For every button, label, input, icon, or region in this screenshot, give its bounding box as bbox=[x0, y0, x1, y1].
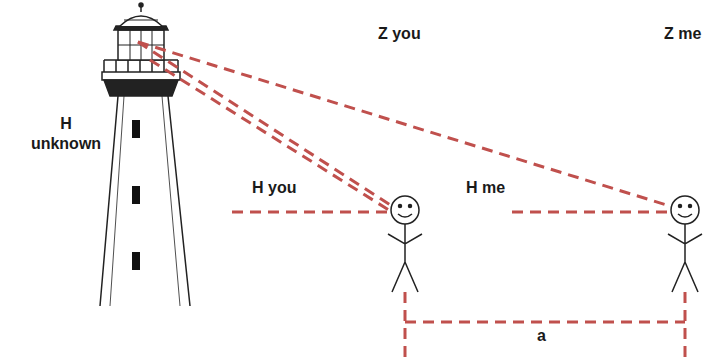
horizon-label: H you bbox=[252, 178, 296, 198]
angle-label: Z you bbox=[378, 24, 421, 44]
stick-figures bbox=[388, 196, 702, 292]
horizon-label: H me bbox=[466, 178, 505, 198]
distance-label: a bbox=[537, 326, 546, 346]
sight-lines bbox=[138, 42, 685, 360]
lighthouse-windows bbox=[132, 120, 140, 270]
lighthouse bbox=[100, 3, 190, 306]
height-label: H unknown bbox=[29, 114, 103, 154]
angle-label: Z me bbox=[664, 24, 701, 44]
